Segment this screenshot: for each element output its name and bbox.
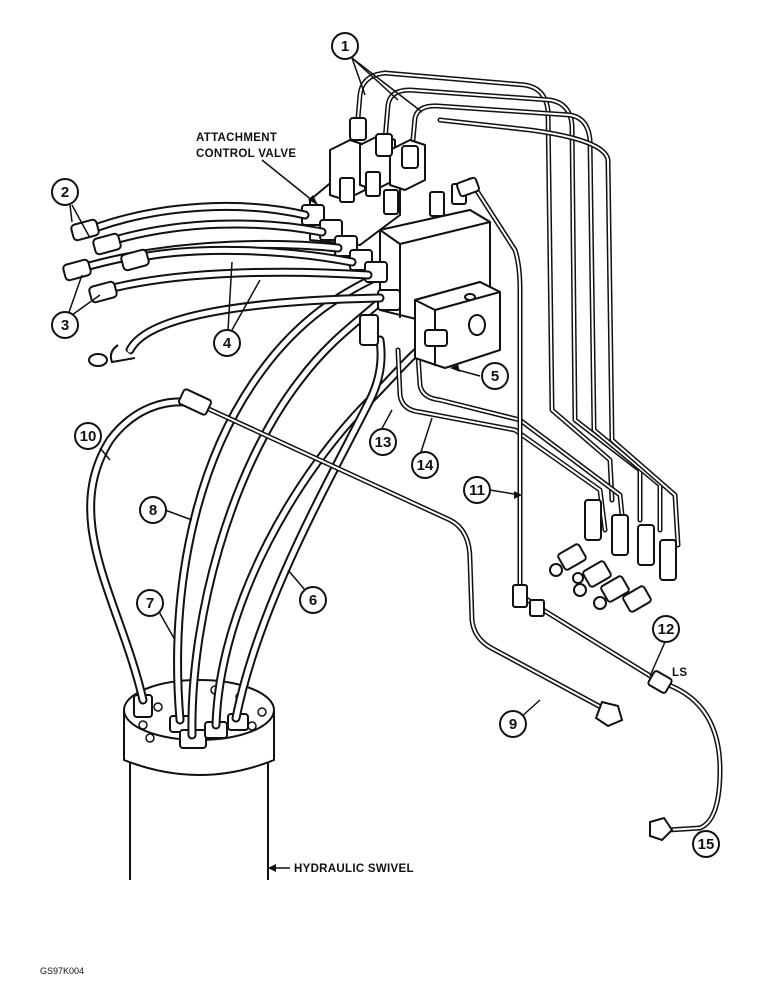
- ls-label: LS: [672, 667, 687, 679]
- callout-8: 8: [149, 502, 157, 519]
- callout-numbers: 1 2 3 4 5 6 7 8 9 10 11 12 13 14 15: [61, 38, 715, 853]
- tube-9: [178, 388, 624, 728]
- left-hoses: [77, 201, 385, 355]
- callout-11: 11: [469, 482, 485, 499]
- tube-bundle-1: [355, 70, 681, 593]
- callout-4: 4: [223, 335, 232, 352]
- callout-5: 5: [491, 368, 499, 385]
- callout-9: 9: [509, 716, 517, 733]
- leader-arrows: [268, 195, 522, 872]
- attachment-control-valve-label-line2: CONTROL VALVE: [196, 148, 296, 160]
- callout-12: 12: [658, 621, 675, 638]
- hydraulic-swivel: [123, 679, 275, 880]
- hydraulic-swivel-label: HYDRAULIC SWIVEL: [294, 863, 414, 875]
- callout-7: 7: [146, 595, 154, 612]
- callout-6: 6: [309, 592, 317, 609]
- callout-2: 2: [61, 184, 69, 201]
- figure-code: GS97K004: [40, 966, 84, 976]
- fitting-cluster: [549, 499, 677, 613]
- callout-15: 15: [698, 836, 715, 853]
- callout-13: 13: [375, 434, 392, 451]
- callout-3: 3: [61, 317, 69, 334]
- callouts: [51, 32, 720, 858]
- callout-14: 14: [417, 457, 434, 474]
- callout-1: 1: [341, 38, 349, 55]
- left-hose-fittings: [62, 218, 150, 367]
- attachment-control-valve-label-line1: ATTACHMENT: [196, 132, 277, 144]
- tube-12-15: [512, 584, 723, 842]
- callout-10: 10: [80, 428, 97, 445]
